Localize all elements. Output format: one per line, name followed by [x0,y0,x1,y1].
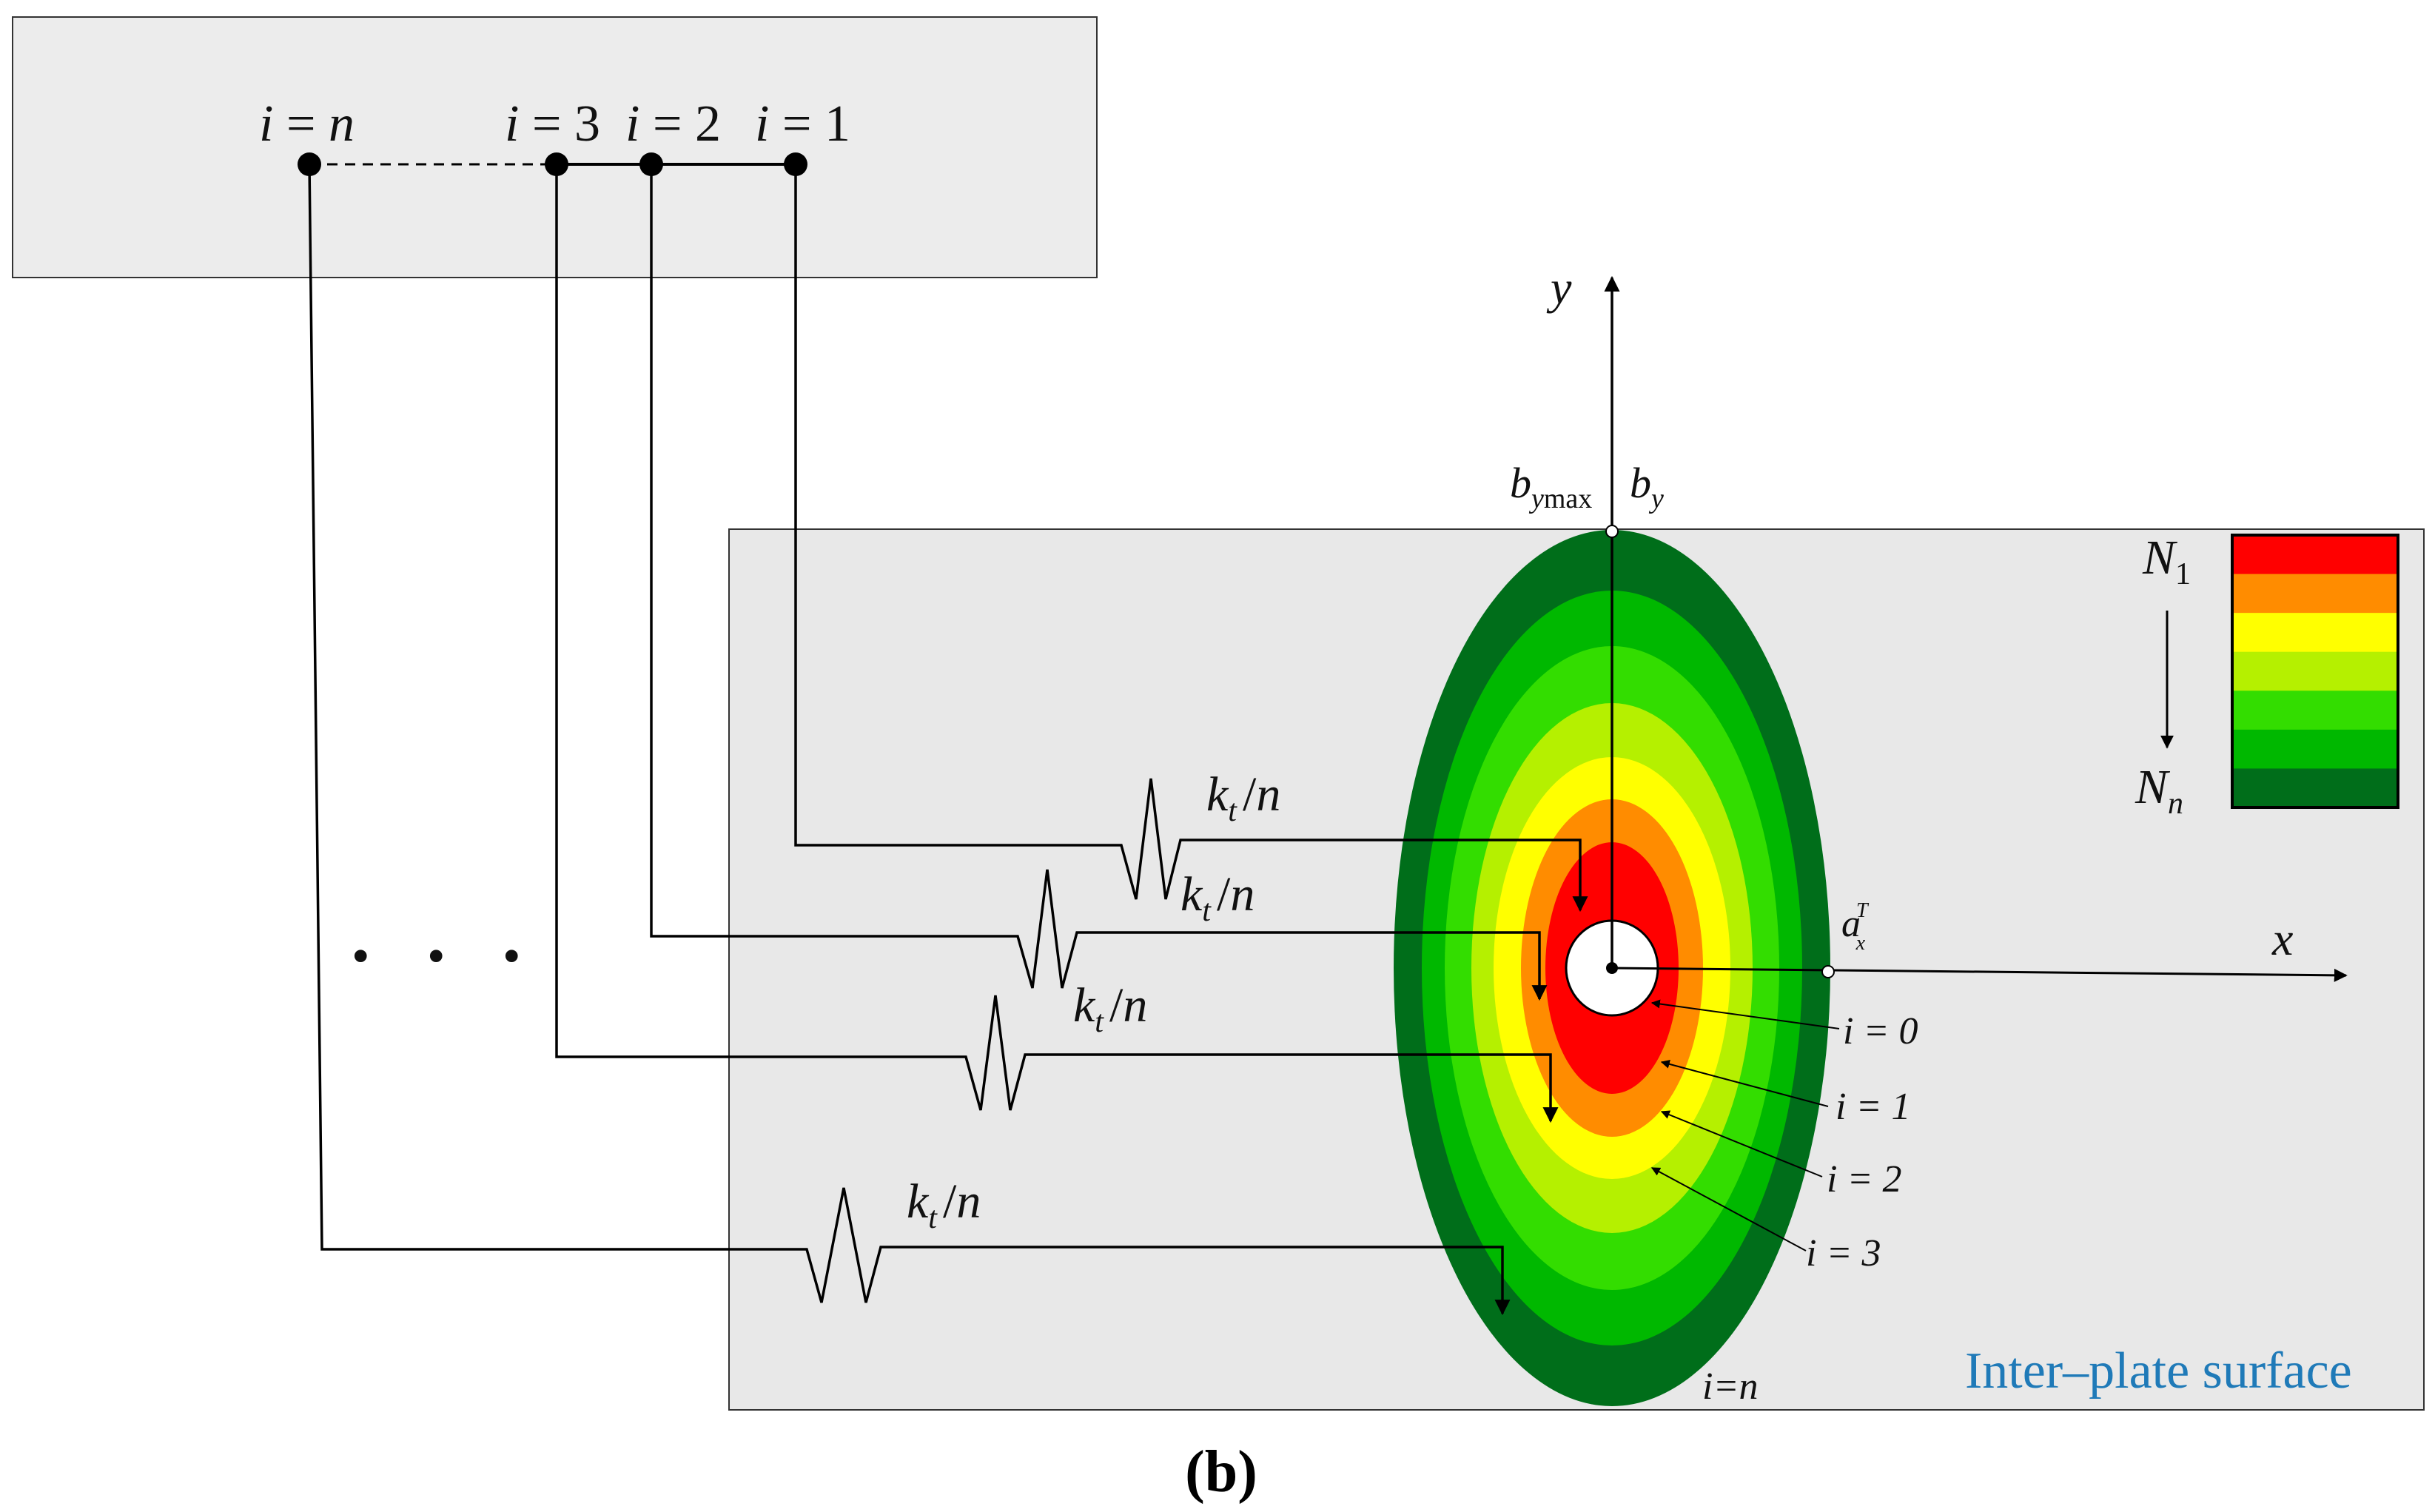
surface-label: Inter–plate surface [1965,1343,2352,1400]
a-x-point [1821,965,1835,978]
node-label-i-2: i = 2 [625,95,721,152]
spring-1 [794,164,1588,913]
node-label-i-n: i = n [259,95,355,152]
ring-label-3: i = 3 [1806,1232,1881,1274]
spring-2 [650,164,1548,1001]
spring-label-3: kt/n [1073,978,1147,1039]
top-plate-nodes: i = n i = 3 i = 2 i = 1 [259,95,850,176]
spring-label-1: kt/n [1206,767,1280,828]
x-axis-label: x [2271,913,2293,965]
ring-label-1: i = 1 [1836,1086,1911,1128]
legend-swatch-1 [2232,535,2398,575]
legend-swatch-4 [2232,651,2398,691]
spring-label-n: kt/n [907,1175,981,1235]
top-plate [12,16,1098,278]
b-ymax-label: bymax [1510,459,1592,514]
ring-label-0: i = 0 [1843,1010,1918,1052]
spring-3 [555,164,1559,1123]
legend-swatch-5 [2232,691,2398,730]
y-axis-label: y [1546,261,1572,314]
ellipsis-dots: • • • [352,928,543,985]
ring-label-2: i = 2 [1827,1158,1902,1200]
legend-frame [2231,534,2399,809]
legend: N1 Nn [2135,531,2399,821]
b-y-label: by [1630,459,1664,514]
ring-label-n: i=n [1702,1365,1759,1408]
legend-swatch-7 [2232,768,2398,808]
node-label-i-3: i = 3 [505,95,600,152]
spring-n [308,164,1511,1316]
legend-swatch-3 [2232,613,2398,653]
legend-swatch-6 [2232,729,2398,769]
legend-swatch-2 [2232,574,2398,614]
node-label-i-1: i = 1 [755,95,850,152]
ring-pointers [1650,999,1840,1251]
legend-bottom-label: Nn [2135,760,2183,821]
b-y-point [1605,525,1619,538]
origin-dot [1606,962,1618,974]
figure-caption: (b) [1185,1439,1257,1505]
legend-top-label: N1 [2142,531,2191,591]
spring-label-2: kt/n [1180,867,1255,928]
x-axis [1611,967,2348,982]
